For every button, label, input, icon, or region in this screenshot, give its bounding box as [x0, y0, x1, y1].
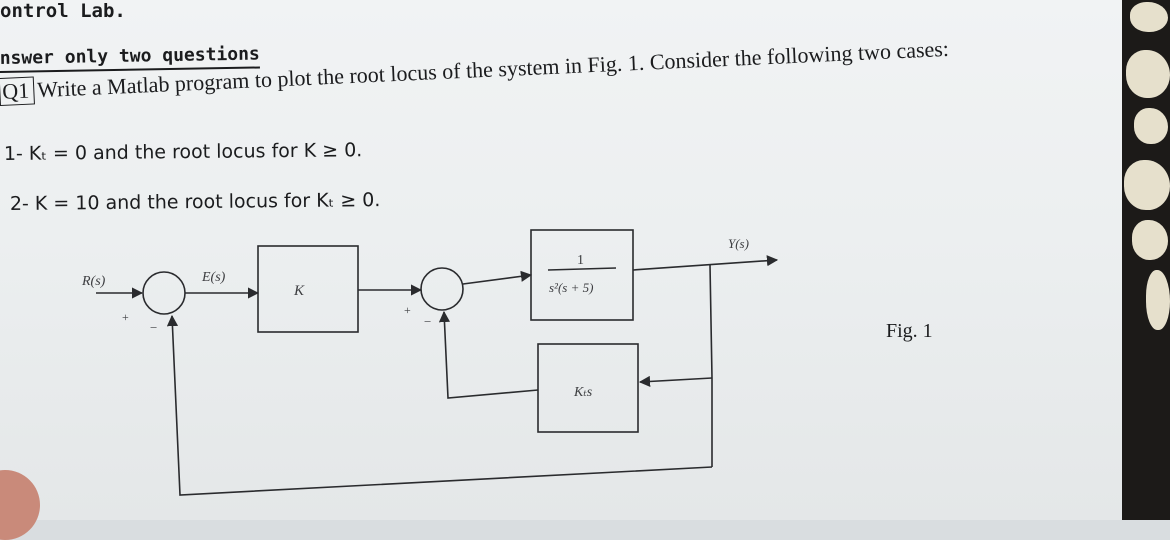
block-diagram: R(s) E(s) Y(s) K 1 s²(s + 5) Kₜs + − + − [81, 229, 779, 496]
plant-block [530, 229, 634, 321]
figure-caption: Fig. 1 [886, 320, 933, 342]
output-signal-line [632, 255, 779, 271]
fraction-bar [547, 267, 617, 271]
sum1-plus-sign: + [122, 310, 129, 324]
sum2-plus-sign: + [404, 303, 411, 317]
gain-block [257, 245, 359, 333]
background-edge [1122, 0, 1170, 520]
input-label: R(s) [81, 274, 106, 289]
plant-numerator: 1 [577, 253, 584, 268]
sum2-minus-sign: − [424, 314, 431, 329]
rate-feedback-input-line [638, 375, 713, 388]
gain-label: K [293, 283, 305, 299]
unity-feedback-line [166, 314, 713, 496]
plant-denominator: s²(s + 5) [549, 280, 593, 295]
rate-feedback-block [537, 343, 639, 433]
plant-input-line [462, 270, 533, 285]
lab-title: ontrol Lab. [0, 0, 126, 22]
paper-sheet [0, 0, 1125, 520]
rate-feedback-label: Kₜs [573, 385, 593, 400]
sum1-minus-sign: − [150, 320, 157, 335]
summing-junction-1 [142, 271, 186, 315]
rate-feedback-output-line [438, 310, 539, 399]
output-label: Y(s) [728, 236, 749, 251]
summing-junction-2 [420, 267, 464, 311]
output-feedback-line [709, 264, 713, 467]
error-label: E(s) [201, 270, 226, 285]
